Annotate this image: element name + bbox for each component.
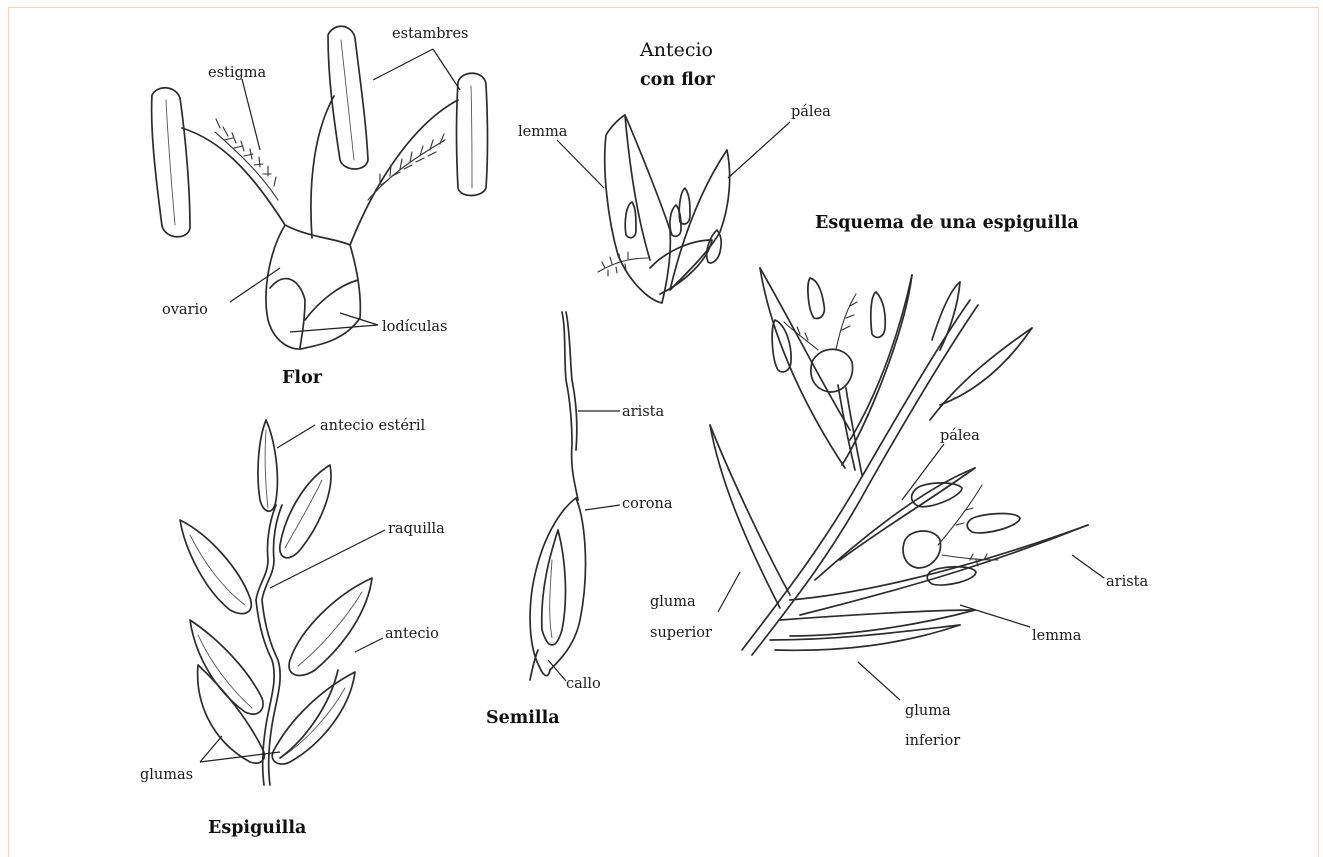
label-callo: callo <box>566 676 601 692</box>
label-antecio-esteril: antecio estéril <box>320 418 425 434</box>
title-espiguilla: Espiguilla <box>208 818 306 838</box>
title-esquema: Esquema de una espiguilla <box>815 213 1079 233</box>
floret-with-flower-drawing <box>598 115 730 303</box>
label-ovario: ovario <box>162 302 208 318</box>
leader-palea-antecio <box>728 122 790 178</box>
title-semilla: Semilla <box>486 708 560 728</box>
label-lemma-antecio: lemma <box>518 124 568 140</box>
label-estambres: estambres <box>392 26 468 42</box>
leader-estigma <box>242 79 260 150</box>
leader-gluma-inferior <box>858 662 900 700</box>
title-flor: Flor <box>282 368 323 388</box>
leader-arista-esquema <box>1072 555 1104 578</box>
leader-gluma-superior <box>718 572 740 612</box>
flower-drawing <box>152 26 488 349</box>
label-gluma-superior-2: superior <box>650 625 712 641</box>
leader-lemma-antecio <box>557 140 604 188</box>
label-gluma-inferior-2: inferior <box>905 733 960 749</box>
title-antecio-line1: Antecio <box>639 39 713 61</box>
spikelet-drawing <box>180 420 372 785</box>
title-antecio-line2: con flor <box>640 70 716 90</box>
label-gluma-inferior-1: gluma <box>905 703 951 719</box>
label-palea-esquema: pálea <box>940 428 980 444</box>
leader-antecio-esteril <box>277 425 315 448</box>
leader-corona <box>585 505 620 510</box>
label-glumas: glumas <box>140 767 193 783</box>
label-antecio: antecio <box>385 626 439 642</box>
label-arista-semilla: arista <box>622 404 664 420</box>
label-arista-esquema: arista <box>1106 574 1148 590</box>
leader-antecio <box>355 638 383 652</box>
leader-lemma-esquema <box>960 605 1030 627</box>
label-corona: corona <box>622 496 673 512</box>
leader-estambres <box>373 49 460 90</box>
seed-drawing <box>530 312 586 680</box>
label-gluma-superior-1: gluma <box>650 594 696 610</box>
label-lemma-esquema: lemma <box>1032 628 1082 644</box>
label-palea-antecio: pálea <box>791 104 831 120</box>
label-lodiculas: lodículas <box>382 319 447 335</box>
spikelet-schema-drawing <box>710 268 1088 655</box>
label-estigma: estigma <box>208 65 267 81</box>
label-raquilla: raquilla <box>388 521 445 537</box>
leader-palea-esquema <box>902 444 944 500</box>
